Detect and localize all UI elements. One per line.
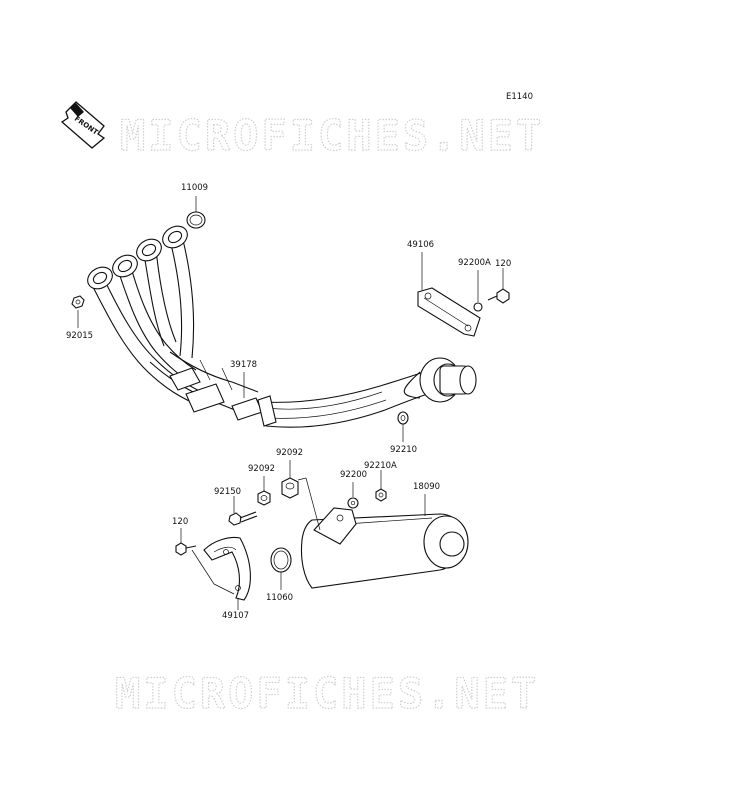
watermark-top: MICROFICHES.NET — [120, 111, 544, 160]
label-49107: 49107 — [222, 611, 249, 621]
label-11009: 11009 — [181, 183, 208, 193]
label-92210a: 92210A — [364, 461, 397, 471]
header-flange-1 — [87, 266, 113, 290]
label-11060: 11060 — [266, 593, 293, 603]
bolt-92150 — [228, 496, 258, 526]
muffler-18090 — [300, 494, 469, 589]
label-18090: 18090 — [413, 482, 440, 492]
label-92150: 92150 — [214, 487, 241, 497]
label-92015: 92015 — [66, 331, 93, 341]
bolt-120-top — [487, 268, 510, 304]
damper-92210a — [375, 470, 387, 502]
label-39178: 39178 — [230, 360, 257, 370]
label-92200: 92200 — [340, 470, 367, 480]
collar-92092-b — [281, 460, 321, 531]
gasket-11009 — [186, 196, 206, 229]
exhaust-header-pipes — [87, 225, 477, 428]
washer-92200 — [347, 482, 359, 509]
label-92200a: 92200A — [458, 258, 491, 268]
label-92210: 92210 — [390, 445, 417, 455]
watermark-bottom: MICROFICHES.NET — [115, 669, 539, 718]
header-flange-4 — [162, 225, 188, 249]
collar-92092-a — [257, 476, 271, 506]
damper-92210 — [397, 411, 409, 442]
label-120-bottom: 120 — [172, 517, 188, 527]
diagram-id: E1140 — [506, 92, 533, 102]
header-flange-2 — [112, 254, 138, 278]
label-49106: 49106 — [407, 240, 434, 250]
header-flange-3 — [136, 238, 162, 262]
bolt-120-bottom — [175, 528, 197, 556]
label-120-top: 120 — [495, 259, 511, 269]
label-92092-b: 92092 — [276, 448, 303, 458]
washer-92200a — [473, 270, 483, 312]
nut-92015 — [71, 295, 85, 328]
front-arrow-icon: FRONT — [60, 101, 106, 149]
label-92092-a: 92092 — [248, 464, 275, 474]
cover-49107 — [191, 536, 251, 610]
bracket-49106 — [417, 252, 481, 337]
gasket-11060 — [270, 547, 292, 590]
